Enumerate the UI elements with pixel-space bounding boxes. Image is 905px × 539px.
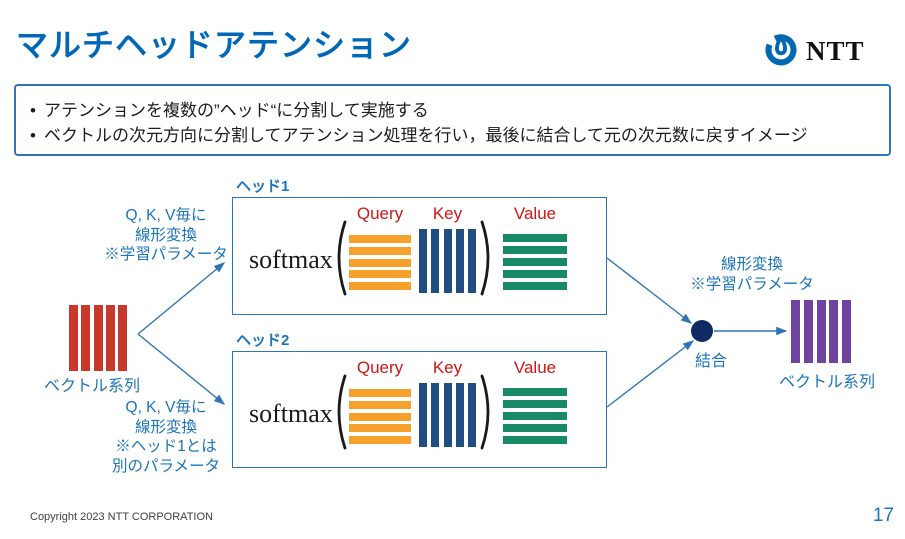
value-bar	[503, 258, 567, 266]
head2-box: softmax Query Key Value	[232, 351, 607, 468]
open-paren-icon	[337, 374, 347, 450]
query-bar	[349, 246, 411, 255]
output-transform-note: 線形変換 ※学習パラメータ	[690, 256, 814, 293]
close-paren-icon	[480, 374, 490, 450]
head2-value-bars	[503, 388, 567, 444]
output-vector-label: ベクトル系列	[778, 374, 875, 391]
arrow-input-to-head1	[137, 262, 226, 335]
open-paren-icon	[337, 220, 347, 296]
arrow-head1-to-join	[606, 257, 693, 324]
value-bar	[503, 246, 567, 254]
value-bar	[503, 270, 567, 278]
head1-key-bars	[419, 229, 476, 293]
head2-query-bars	[349, 389, 411, 444]
vector-bar	[791, 300, 800, 363]
vector-bar	[69, 305, 78, 371]
key-bar	[455, 229, 464, 293]
head2-softmax: softmax	[249, 399, 333, 428]
key-bar	[443, 383, 452, 447]
value-bar	[503, 388, 567, 396]
copyright-text: Copyright 2023 NTT CORPORATION	[30, 511, 213, 523]
page-number: 17	[872, 505, 894, 526]
key-bar	[455, 383, 464, 447]
head1-title: ヘッド1	[236, 178, 290, 195]
query-bar	[349, 400, 411, 409]
head1-softmax: softmax	[249, 245, 333, 274]
head1-query-bars	[349, 235, 411, 290]
query-bar	[349, 282, 411, 290]
value-bar	[503, 234, 567, 242]
arrow-head2-to-join	[606, 340, 695, 408]
summary-bullet-1: • アテンションを複数の”ヘッド“に分割して実施する	[28, 98, 879, 123]
vector-bar	[816, 300, 826, 363]
head2-query-label: Query	[356, 358, 404, 377]
key-bar	[443, 229, 452, 293]
page-title: マルチヘッドアテンション	[16, 27, 413, 63]
head1-query-label: Query	[356, 204, 404, 223]
head1-value-label: Value	[513, 204, 557, 223]
output-vector-bars	[791, 300, 851, 363]
head2-value-label: Value	[513, 358, 557, 377]
input-vector-label: ベクトル系列	[43, 378, 140, 395]
summary-bullet-2: • ベクトルの次元方向に分割してアテンション処理を行い，最後に結合して元の次元数…	[28, 123, 879, 148]
key-bar	[468, 229, 476, 293]
key-bar	[468, 383, 476, 447]
vector-bar	[93, 305, 103, 371]
query-bar	[349, 424, 411, 433]
head1-box: softmax Query Key Value	[232, 197, 607, 315]
key-bar	[431, 383, 440, 447]
head2-key-label: Key	[432, 358, 463, 377]
head1-transform-note: Q, K, V毎に 線形変換 ※学習パラメータ	[104, 207, 228, 263]
ntt-dynamic-loop-icon	[765, 34, 797, 66]
value-bar	[503, 412, 567, 420]
input-vector-bars	[69, 305, 127, 371]
head2-transform-note: Q, K, V毎に 線形変換 ※ヘッド1とは 別のパラメータ	[111, 399, 221, 475]
value-bar	[503, 436, 567, 444]
vector-bar	[829, 300, 839, 363]
vector-bar	[105, 305, 115, 371]
summary-bullet-1-text: アテンションを複数の”ヘッド“に分割して実施する	[43, 101, 429, 120]
summary-bullet-2-text: ベクトルの次元方向に分割してアテンション処理を行い，最後に結合して元の次元数に戻…	[43, 126, 808, 145]
bullet-dot: •	[30, 126, 36, 145]
head2-key-bars	[419, 383, 476, 447]
query-bar	[349, 389, 411, 397]
head1-key-label: Key	[432, 204, 463, 223]
query-bar	[349, 270, 411, 279]
ntt-logo-text: NTT	[806, 36, 865, 66]
bullet-dot: •	[30, 101, 36, 120]
value-bar	[503, 424, 567, 432]
query-bar	[349, 258, 411, 267]
vector-bar	[803, 300, 813, 363]
join-label: 結合	[694, 353, 727, 370]
key-bar	[419, 383, 427, 447]
summary-box: • アテンションを複数の”ヘッド“に分割して実施する • ベクトルの次元方向に分…	[14, 84, 891, 156]
head2-title: ヘッド2	[236, 332, 290, 349]
query-bar	[349, 235, 411, 243]
query-bar	[349, 436, 411, 444]
key-bar	[419, 229, 427, 293]
vector-bar	[118, 305, 127, 371]
key-bar	[431, 229, 440, 293]
close-paren-icon	[480, 220, 490, 296]
query-bar	[349, 412, 411, 421]
join-node	[691, 320, 713, 342]
vector-bar	[81, 305, 91, 371]
head1-value-bars	[503, 234, 567, 290]
value-bar	[503, 400, 567, 408]
vector-bar	[842, 300, 851, 363]
value-bar	[503, 282, 567, 290]
